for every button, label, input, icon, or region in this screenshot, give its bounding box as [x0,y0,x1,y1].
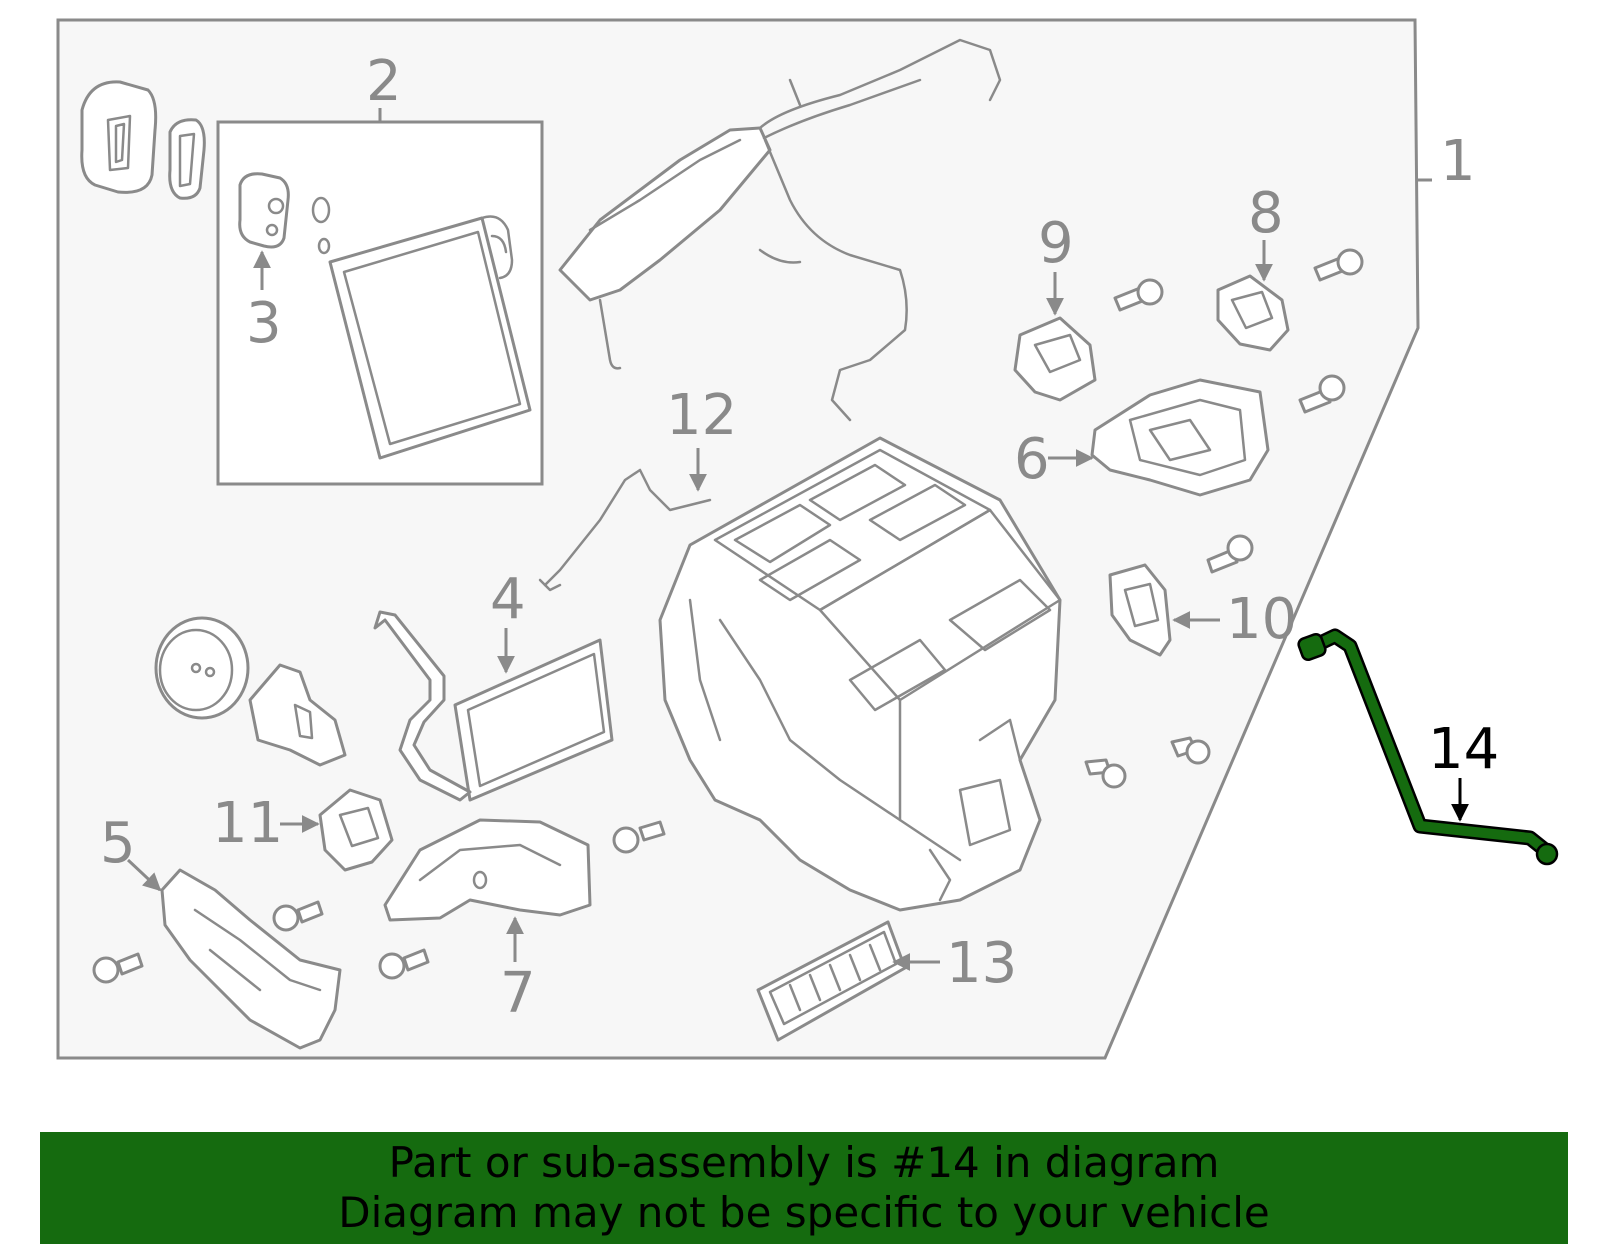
callout-12: 12 [666,383,737,448]
callout-5: 5 [100,811,136,876]
screw [1298,374,1346,414]
blower-wheel [154,616,250,720]
callout-8: 8 [1248,181,1284,246]
evaporator-core [328,215,532,460]
screw [1206,534,1254,574]
actuator-10 [1108,563,1172,657]
callout-7: 7 [500,961,536,1026]
screw [1113,278,1164,312]
callout-13: 13 [946,931,1017,996]
banner-line-2: Diagram may not be specific to your vehi… [338,1188,1270,1237]
screw [92,952,144,984]
callout-1: 1 [1440,129,1476,194]
banner-line-1: Part or sub-assembly is #14 in diagram [388,1138,1220,1187]
callout-10: 10 [1226,587,1297,652]
callout-5-leader [126,858,162,892]
expansion-valve [238,172,331,255]
callout-14: 14 [1428,717,1499,782]
duct-5 [160,868,342,1050]
screw [378,948,430,980]
highlighted-pipe-14 [1297,628,1559,866]
duct-7 [383,818,592,922]
pipe-12-end [538,578,562,592]
seal-large [80,80,158,194]
blower-housing-6 [1090,378,1270,497]
screw [272,900,324,932]
actuator-11 [318,788,394,872]
callout-3: 3 [246,291,282,356]
screw [1313,248,1364,282]
wiring-harness [558,38,1002,422]
callout-4: 4 [490,567,526,632]
callout-11: 11 [212,791,283,856]
info-banner: Part or sub-assembly is #14 in diagram D… [40,1132,1568,1244]
callout-6: 6 [1014,427,1050,492]
screw [612,820,666,854]
seal-small [168,118,206,200]
pipe-12 [543,468,712,587]
blower-scroll [248,663,347,767]
callout-2: 2 [366,49,402,114]
screw [1170,736,1211,765]
screw [1084,758,1127,789]
heater-core [373,610,614,802]
actuator-9 [1013,316,1097,402]
callout-9: 9 [1038,211,1074,276]
hvac-case [658,436,1062,912]
